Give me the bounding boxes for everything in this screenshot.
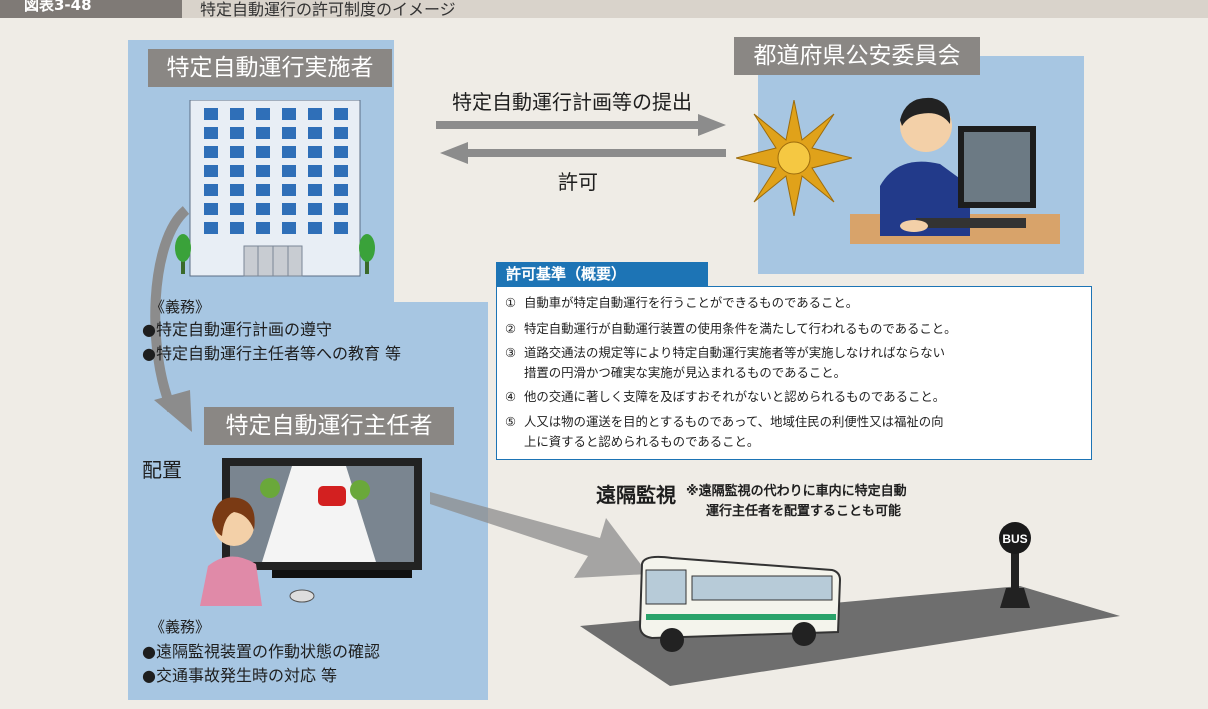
building-window (334, 222, 348, 234)
building-window (204, 222, 218, 234)
building-window (308, 108, 322, 120)
building-window (204, 108, 218, 120)
permission-arrow (440, 142, 726, 164)
building-window (256, 108, 270, 120)
building-window (282, 108, 296, 120)
building-window (204, 203, 218, 215)
building-window (204, 146, 218, 158)
criteria-item-continuation: 上に資すると認められるものであること。 (524, 434, 760, 449)
building-window (204, 165, 218, 177)
remote-note-line1: ※遠隔監視の代わりに車内に特定自動 (686, 484, 907, 499)
supervisor-duty-2: ●交通事故発生時の対応 等 (142, 666, 338, 685)
building-window (308, 127, 322, 139)
building-window (256, 184, 270, 196)
building-window (282, 222, 296, 234)
office-building-icon (175, 100, 375, 277)
building-window (230, 203, 244, 215)
building-window (334, 146, 348, 158)
submission-label: 特定自動運行計画等の提出 (452, 90, 692, 114)
permission-label: 許可 (558, 170, 598, 194)
operator-label: 特定自動運行実施者 (148, 49, 392, 87)
building-window (230, 108, 244, 120)
bus-illustration (638, 555, 842, 652)
assignment-arrow (150, 206, 192, 432)
remote-monitoring-label: 遠隔監視 (596, 483, 676, 507)
bus-stop-sign: BUS (1002, 532, 1027, 546)
building-window (282, 165, 296, 177)
supervisor-label: 特定自動運行主任者 (204, 407, 454, 445)
building-window (308, 146, 322, 158)
assignment-label: 配置 (142, 458, 182, 482)
building-window (256, 127, 270, 139)
submission-arrow (436, 114, 726, 136)
building-window (230, 127, 244, 139)
building-window (282, 127, 296, 139)
supervisor-duty-1: ●遠隔監視装置の作動状態の確認 (142, 642, 380, 661)
building-window (308, 203, 322, 215)
police-badge-icon (736, 100, 852, 216)
building-window (334, 203, 348, 215)
road-illustration (580, 586, 1120, 686)
criteria-title: 許可基準（概要） (496, 262, 708, 287)
building-window (230, 222, 244, 234)
building-window (334, 184, 348, 196)
building-window (308, 184, 322, 196)
building-window (282, 203, 296, 215)
building-window (256, 222, 270, 234)
operator-duties-heading: 《義務》 (150, 298, 211, 316)
building-window (256, 165, 270, 177)
operator-duty-1: ●特定自動運行計画の遵守 (142, 320, 332, 339)
bus-stop-icon: BUS (999, 522, 1031, 608)
building-window (334, 108, 348, 120)
building-window (230, 146, 244, 158)
officer-at-computer-illustration (850, 97, 1060, 244)
remote-note-line2: 運行主任者を配置することも可能 (706, 504, 902, 519)
building-window (230, 184, 244, 196)
figure-number: 図表3-48 (0, 0, 182, 18)
commission-label: 都道府県公安委員会 (734, 37, 980, 75)
supervisor-duties-heading: 《義務》 (150, 618, 211, 636)
criteria-item-continuation: 措置の円滑かつ確実な実施が見込まれるものであること。 (524, 365, 847, 380)
operator-duty-2: ●特定自動運行主任者等への教育 等 (142, 344, 402, 363)
building-window (256, 203, 270, 215)
building-window (204, 184, 218, 196)
figure-header: 図表3-48 特定自動運行の許可制度のイメージ (0, 0, 1208, 19)
building-window (334, 127, 348, 139)
figure-title: 特定自動運行の許可制度のイメージ (200, 0, 456, 19)
building-window (282, 184, 296, 196)
building-window (308, 222, 322, 234)
building-window (204, 127, 218, 139)
building-window (334, 165, 348, 177)
remote-monitor-illustration (200, 458, 422, 606)
building-window (308, 165, 322, 177)
remote-monitoring-beam (430, 492, 648, 578)
building-window (230, 165, 244, 177)
building-window (282, 146, 296, 158)
building-window (256, 146, 270, 158)
